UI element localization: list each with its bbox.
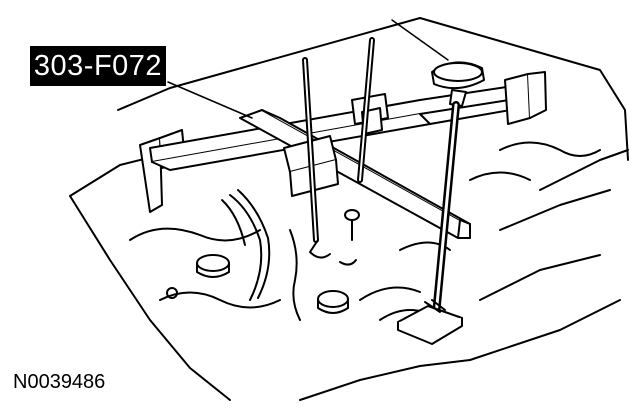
lifting-rods[interactable] bbox=[302, 37, 375, 266]
adjuster-knob[interactable] bbox=[431, 61, 485, 319]
leader-lines bbox=[167, 19, 449, 119]
engine-bay-outline bbox=[69, 17, 629, 401]
diagonal-beam bbox=[239, 109, 471, 239]
tool-number-callout: 303-F072 bbox=[30, 46, 166, 86]
right-bracket-leg bbox=[504, 71, 547, 125]
support-foot[interactable] bbox=[397, 299, 463, 345]
center-clamp bbox=[283, 93, 389, 197]
figure-id-label: N0039486 bbox=[13, 371, 106, 393]
